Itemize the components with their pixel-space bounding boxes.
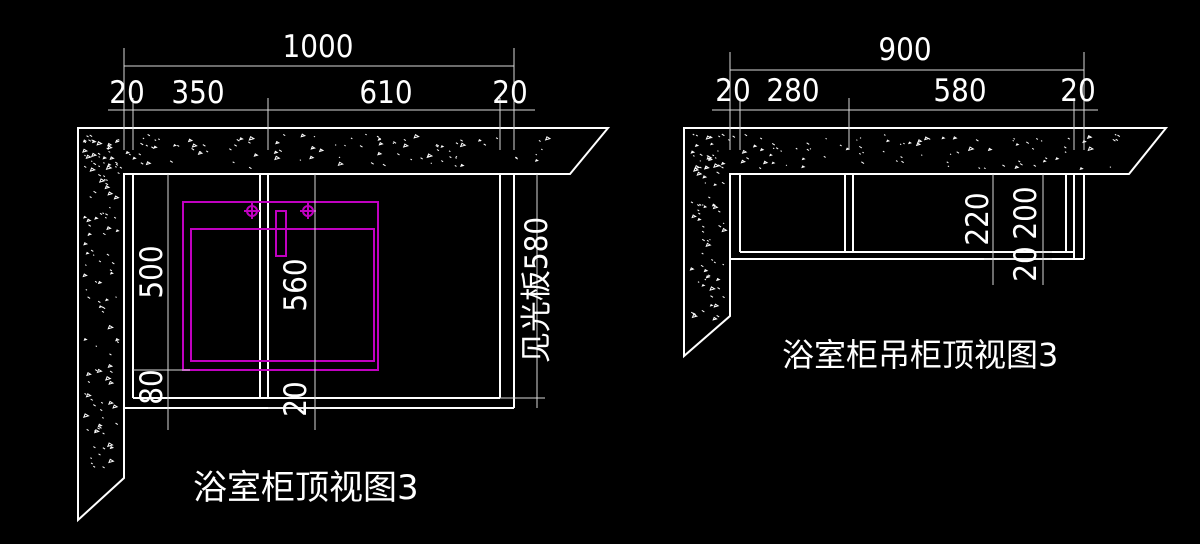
view1-dim-segment-a: 350 xyxy=(171,75,224,111)
view1-top-dimensions xyxy=(108,48,535,150)
view1-dim-left-wall: 20 xyxy=(109,75,144,111)
view2-caption: 浴室柜吊柜顶视图3 xyxy=(782,336,1058,374)
view2-cabinet-body xyxy=(729,174,1085,260)
view1-dim-total: 1000 xyxy=(283,29,354,65)
view2-dim-depth-outer: 220 xyxy=(960,192,996,245)
view2-wall-outline xyxy=(683,127,1169,359)
view1-dim-side-panel: 见光板580 xyxy=(519,217,555,363)
view1-cabinet-top-view: 1000 20 350 610 20 500 560 80 20 见光板580 … xyxy=(77,29,611,523)
view2-dim-right-wall: 20 xyxy=(1060,73,1095,109)
view2-wall-cabinet-top-view: 900 20 280 580 20 220 200 20 浴室柜吊柜顶视图3 xyxy=(683,32,1169,374)
view2-dim-depth-inner: 200 xyxy=(1008,186,1044,239)
view1-sink xyxy=(182,201,379,371)
view2-wall-hatch xyxy=(689,133,1121,321)
view1-dim-segment-b: 610 xyxy=(359,75,412,111)
view2-vertical-dimensions xyxy=(984,174,1052,285)
view1-dim-sink-depth: 560 xyxy=(278,258,314,311)
view2-dim-left-wall: 20 xyxy=(715,73,750,109)
view1-caption: 浴室柜顶视图3 xyxy=(193,468,419,508)
view1-dim-right-wall: 20 xyxy=(492,75,527,111)
view2-top-dimensions xyxy=(712,52,1098,150)
view1-vertical-dimensions xyxy=(133,174,545,430)
view2-dim-total: 900 xyxy=(878,32,931,68)
view2-dim-bottom-gap: 20 xyxy=(1008,246,1044,281)
view1-dim-bottom-rail: 80 xyxy=(134,369,170,404)
view1-wall-hatch xyxy=(82,133,552,469)
view1-dim-depth: 500 xyxy=(134,245,170,298)
view2-dim-segment-b: 580 xyxy=(933,73,986,109)
view1-dim-bottom-gap: 20 xyxy=(278,381,314,416)
view2-dim-segment-a: 280 xyxy=(766,73,819,109)
